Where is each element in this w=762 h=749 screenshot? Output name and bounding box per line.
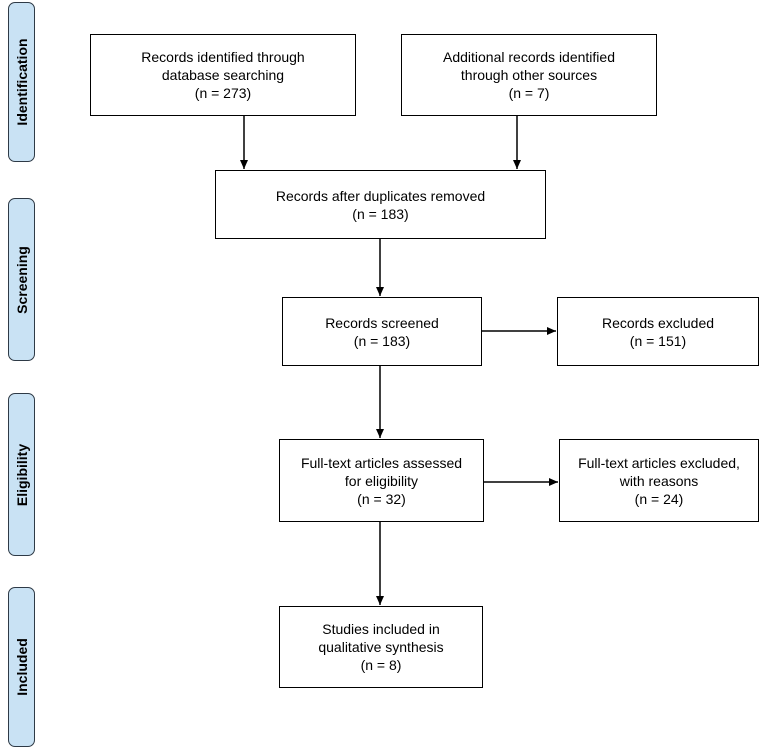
- fulltext-assessed-line-1: Full-text articles assessed: [300, 454, 463, 471]
- after-duplicates-line-1: Records after duplicates removed: [275, 187, 486, 204]
- included-studies-count: (n = 8): [360, 657, 402, 673]
- fulltext-excluded-count: (n = 24): [634, 490, 684, 507]
- after-duplicates-count: (n = 183): [352, 205, 409, 222]
- box-records-screened: Records screened (n = 183): [282, 297, 482, 366]
- stage-screening: Screening: [8, 198, 35, 361]
- fulltext-assessed-line-2: for eligibility: [344, 472, 419, 489]
- database-records-count: (n = 273): [194, 85, 252, 101]
- fulltext-excluded-line-1: Full-text articles excluded,: [578, 454, 740, 471]
- fulltext-assessed-count: (n = 32): [357, 490, 406, 507]
- box-other-sources: Additional records identified through ot…: [401, 34, 657, 116]
- records-screened-count: (n = 183): [353, 332, 411, 349]
- records-excluded-line-1: Records excluded: [601, 314, 715, 331]
- stage-eligibility: Eligibility: [8, 393, 35, 556]
- records-excluded-count: (n = 151): [629, 332, 687, 349]
- stage-identification: Identification: [8, 2, 35, 162]
- box-fulltext-excluded: Full-text articles excluded, with reason…: [559, 439, 759, 522]
- box-after-duplicates: Records after duplicates removed (n = 18…: [215, 170, 546, 239]
- other-sources-line-1: Additional records identified: [443, 49, 615, 65]
- included-studies-line-2: qualitative synthesis: [318, 639, 444, 655]
- fulltext-excluded-line-2: with reasons: [619, 472, 699, 489]
- database-records-line-2: database searching: [161, 67, 285, 83]
- stage-included: Included: [8, 587, 35, 747]
- other-sources-count: (n = 7): [508, 85, 550, 101]
- box-database-records: Records identified through database sear…: [90, 34, 356, 116]
- box-included-studies: Studies included in qualitative synthesi…: [279, 606, 483, 688]
- box-fulltext-assessed: Full-text articles assessed for eligibil…: [279, 439, 484, 522]
- other-sources-line-2: through other sources: [460, 67, 598, 83]
- included-studies-line-1: Studies included in: [322, 621, 440, 637]
- database-records-line-1: Records identified through: [141, 49, 305, 65]
- box-records-excluded: Records excluded (n = 151): [557, 297, 759, 366]
- records-screened-line-1: Records screened: [325, 314, 439, 331]
